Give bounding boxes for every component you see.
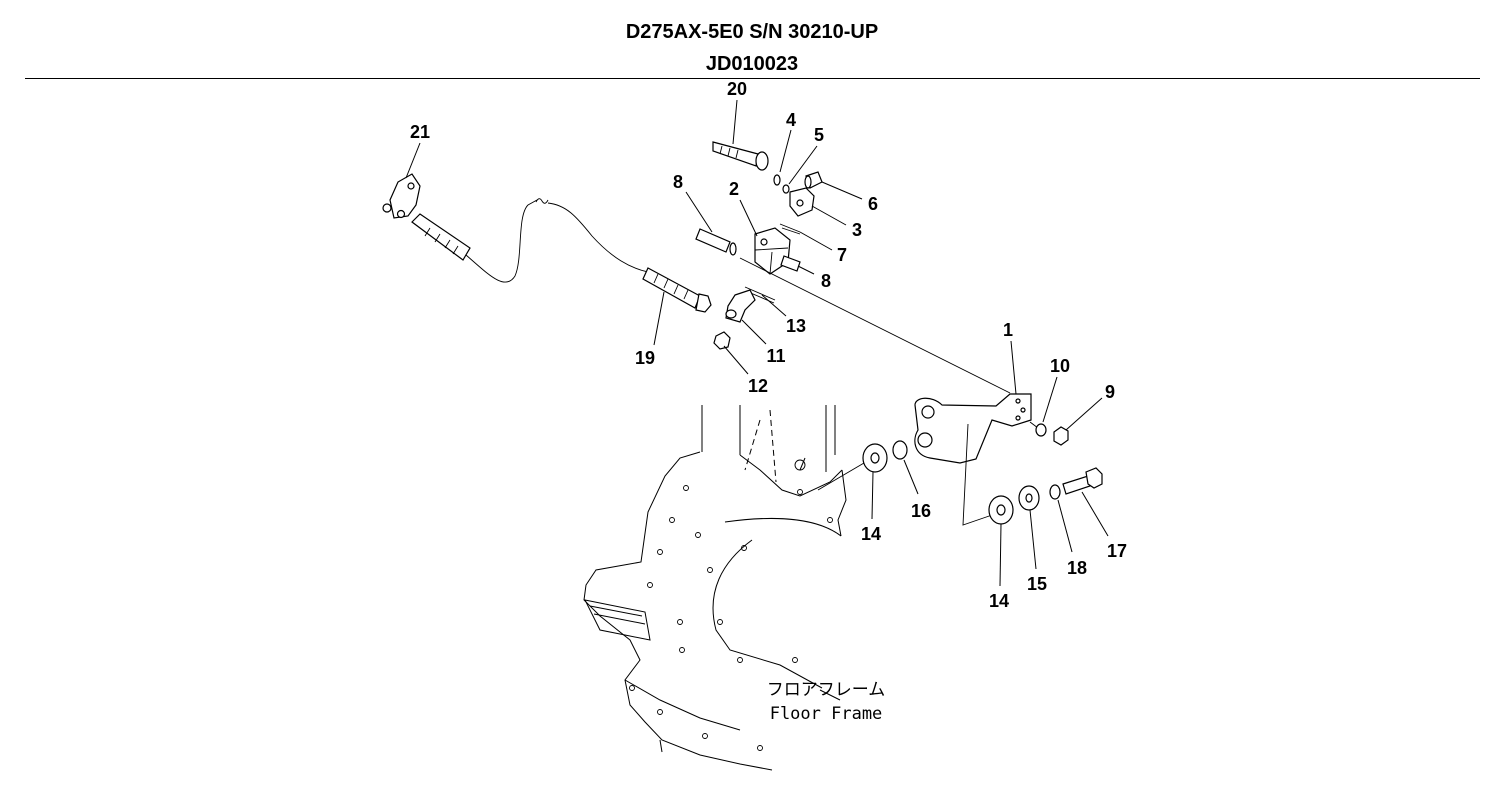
assembly-line-bracket-to-washer <box>962 423 996 526</box>
part-8-plug-left <box>695 228 737 256</box>
assembly-line-block-to-bracket <box>739 257 1011 394</box>
leader-line-11 <box>741 319 767 345</box>
leader-line-6 <box>821 181 863 200</box>
callout-5: 5 <box>814 125 824 145</box>
leader-line-9 <box>1065 397 1103 431</box>
callout-18: 18 <box>1067 558 1087 578</box>
leader-line-2 <box>739 199 758 237</box>
header-divider <box>25 78 1480 79</box>
diagram-title: D275AX-5E0 S/N 30210-UP <box>625 21 879 43</box>
leader-line-13 <box>761 294 787 317</box>
callout-2: 2 <box>729 179 739 199</box>
part-17-bolt <box>1062 467 1103 495</box>
callout-6: 6 <box>868 194 878 214</box>
leader-line-15 <box>1029 509 1037 570</box>
leader-lines <box>405 99 1109 587</box>
callout-12: 12 <box>748 376 768 396</box>
part-1-bracket <box>914 393 1032 464</box>
part-10-washer <box>1035 423 1047 437</box>
leader-line-19 <box>653 291 665 346</box>
part-16-o-ring <box>892 440 908 460</box>
cable-19 <box>465 198 649 283</box>
callout-11: 11 <box>766 346 785 366</box>
leader-line-10 <box>1042 376 1058 423</box>
part-12-nut <box>713 331 731 350</box>
callout-14-upper: 14 <box>861 524 881 544</box>
leader-line-14-upper <box>871 471 874 520</box>
part-15-washer <box>1018 485 1040 511</box>
leader-line-12 <box>723 345 749 375</box>
leader-line-1 <box>1010 340 1017 395</box>
callout-15: 15 <box>1027 574 1047 594</box>
part-6-fitting <box>804 171 823 189</box>
part-5-o-ring <box>782 184 790 194</box>
callout-7: 7 <box>837 245 847 265</box>
callout-8-right: 8 <box>821 271 831 291</box>
callout-4: 4 <box>786 110 796 130</box>
floor-frame-label-ja: フロアフレーム <box>767 680 886 700</box>
part-3-fitting <box>789 187 815 217</box>
callout-14-lower: 14 <box>989 591 1009 611</box>
callout-3: 3 <box>852 220 862 240</box>
leader-line-14-lower <box>999 523 1002 587</box>
part-18-washer <box>1049 484 1061 500</box>
callout-21: 21 <box>410 122 430 142</box>
leader-line-8-right <box>797 265 815 275</box>
callout-16: 16 <box>911 501 931 521</box>
callout-17: 17 <box>1107 541 1127 561</box>
part-20-rod <box>712 141 769 171</box>
callouts: 20 21 4 5 8 2 6 3 7 8 13 19 11 12 1 10 9… <box>410 79 1127 611</box>
part-14-washer-upper <box>862 443 888 473</box>
leader-line-18 <box>1057 499 1073 553</box>
part-9-nut <box>1053 426 1069 446</box>
part-8-plug-right <box>780 255 801 272</box>
callout-20: 20 <box>727 79 747 99</box>
leader-line-17 <box>1081 491 1109 537</box>
hose-end-upper <box>411 213 471 261</box>
callout-13: 13 <box>786 316 806 336</box>
part-14-washer-lower <box>988 495 1014 525</box>
part-2-block <box>754 227 791 275</box>
leader-line-4 <box>779 129 792 173</box>
part-11-elbow <box>725 289 756 323</box>
callout-8-left: 8 <box>673 172 683 192</box>
leader-line-16 <box>903 459 919 495</box>
part-21-valve <box>382 173 421 219</box>
leader-line-3 <box>811 205 847 226</box>
callout-9: 9 <box>1105 382 1115 402</box>
leader-line-7 <box>799 231 833 251</box>
part-19-hose <box>642 267 712 313</box>
callout-1: 1 <box>1003 320 1013 340</box>
leader-line-21 <box>405 142 421 179</box>
assembly-line-frame-to-washer <box>817 462 865 491</box>
diagram-subtitle: JD010023 <box>705 53 799 75</box>
leader-line-20 <box>732 99 738 145</box>
callout-19: 19 <box>635 348 655 368</box>
leader-line-5 <box>788 145 818 185</box>
floor-frame <box>583 405 847 771</box>
part-4-o-ring <box>773 174 781 186</box>
callout-10: 10 <box>1050 356 1070 376</box>
part-7-pin <box>779 223 801 235</box>
floor-frame-label-en: Floor Frame <box>770 704 883 724</box>
leader-line-8-left <box>685 191 713 233</box>
